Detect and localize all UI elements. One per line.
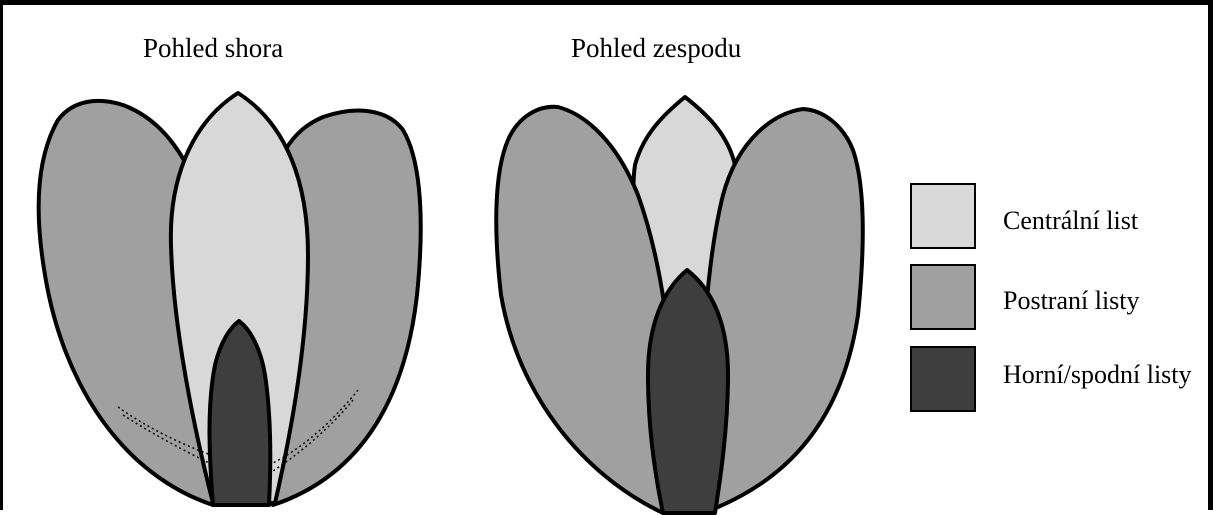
upper-lower-leaf <box>648 270 728 513</box>
legend-swatch-central <box>910 183 976 249</box>
flower-bottom-view <box>3 5 903 515</box>
legend-label-central: Centrální list <box>1003 201 1138 241</box>
legend-swatch-upper-lower <box>910 346 976 412</box>
legend-label-lateral: Postraní listy <box>1003 281 1140 321</box>
legend-label-upper-lower: Horní/spodní listy <box>1003 355 1203 395</box>
legend-swatch-lateral <box>910 264 976 330</box>
